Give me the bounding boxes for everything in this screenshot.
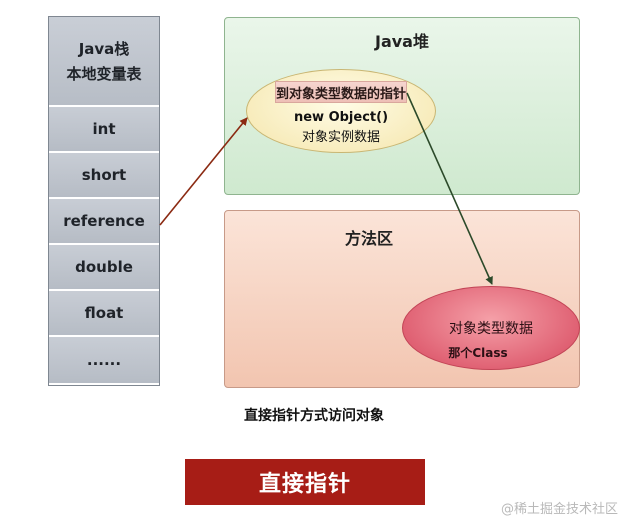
type-pointer-label: 到对象类型数据的指针 [275, 81, 407, 103]
java-stack: Java栈 本地变量表 int short reference double f… [48, 16, 160, 386]
instance-data-label: 对象实例数据 [301, 130, 380, 145]
diagram-caption: 直接指针方式访问对象 [244, 408, 384, 424]
stack-cell-double: double [49, 245, 159, 291]
that-class-label: 那个Class [448, 346, 508, 360]
title-banner: 直接指针 [185, 459, 425, 505]
heap-title: Java堆 [375, 32, 429, 51]
stack-cell-float: float [49, 291, 159, 337]
stack-cell-reference: reference [49, 199, 159, 245]
stack-cell-short: short [49, 153, 159, 199]
type-data-label: 对象类型数据 [449, 321, 533, 337]
stack-title: Java栈 [78, 40, 130, 58]
local-variable-table-label: 本地变量表 [66, 65, 142, 83]
stack-cell-int: int [49, 107, 159, 153]
class-type-ellipse [402, 286, 580, 370]
stack-header: Java栈 本地变量表 [49, 17, 159, 107]
method-area-title: 方法区 [345, 229, 394, 248]
new-object-label: new Object() [293, 110, 389, 125]
watermark: @稀土掘金技术社区 [500, 502, 618, 517]
stack-cell-ellipsis: ...... [49, 337, 159, 383]
